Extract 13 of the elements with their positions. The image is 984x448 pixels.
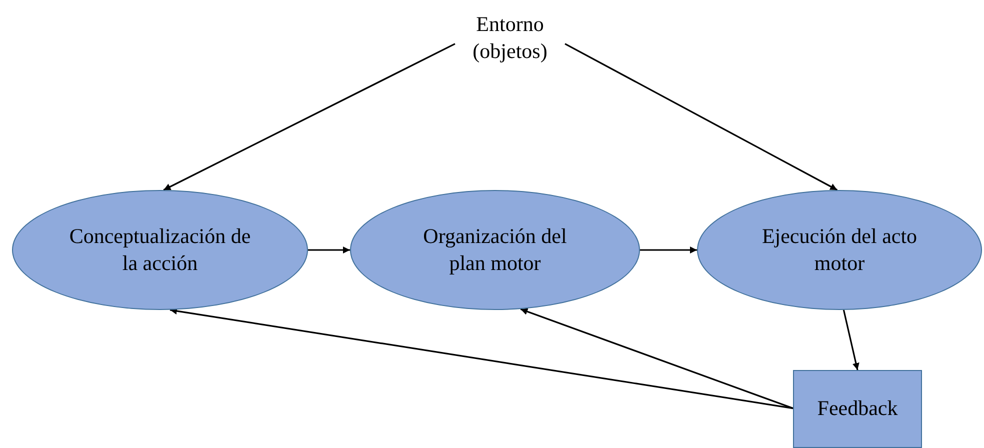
arrow [308, 246, 350, 254]
node-label: Ejecución del acto motor [760, 222, 918, 277]
arrow [564, 43, 838, 191]
process-box [793, 370, 922, 448]
node-label: Organización del plan motor [422, 222, 568, 277]
arrow [520, 308, 794, 410]
arrow [170, 308, 794, 410]
arrow [842, 310, 860, 370]
node-label: Feedback [817, 395, 898, 422]
arrow [163, 43, 456, 191]
arrow [640, 246, 697, 254]
node-label: Conceptualización de la acción [68, 222, 252, 277]
label-text: Entorno (objetos) [472, 10, 548, 65]
